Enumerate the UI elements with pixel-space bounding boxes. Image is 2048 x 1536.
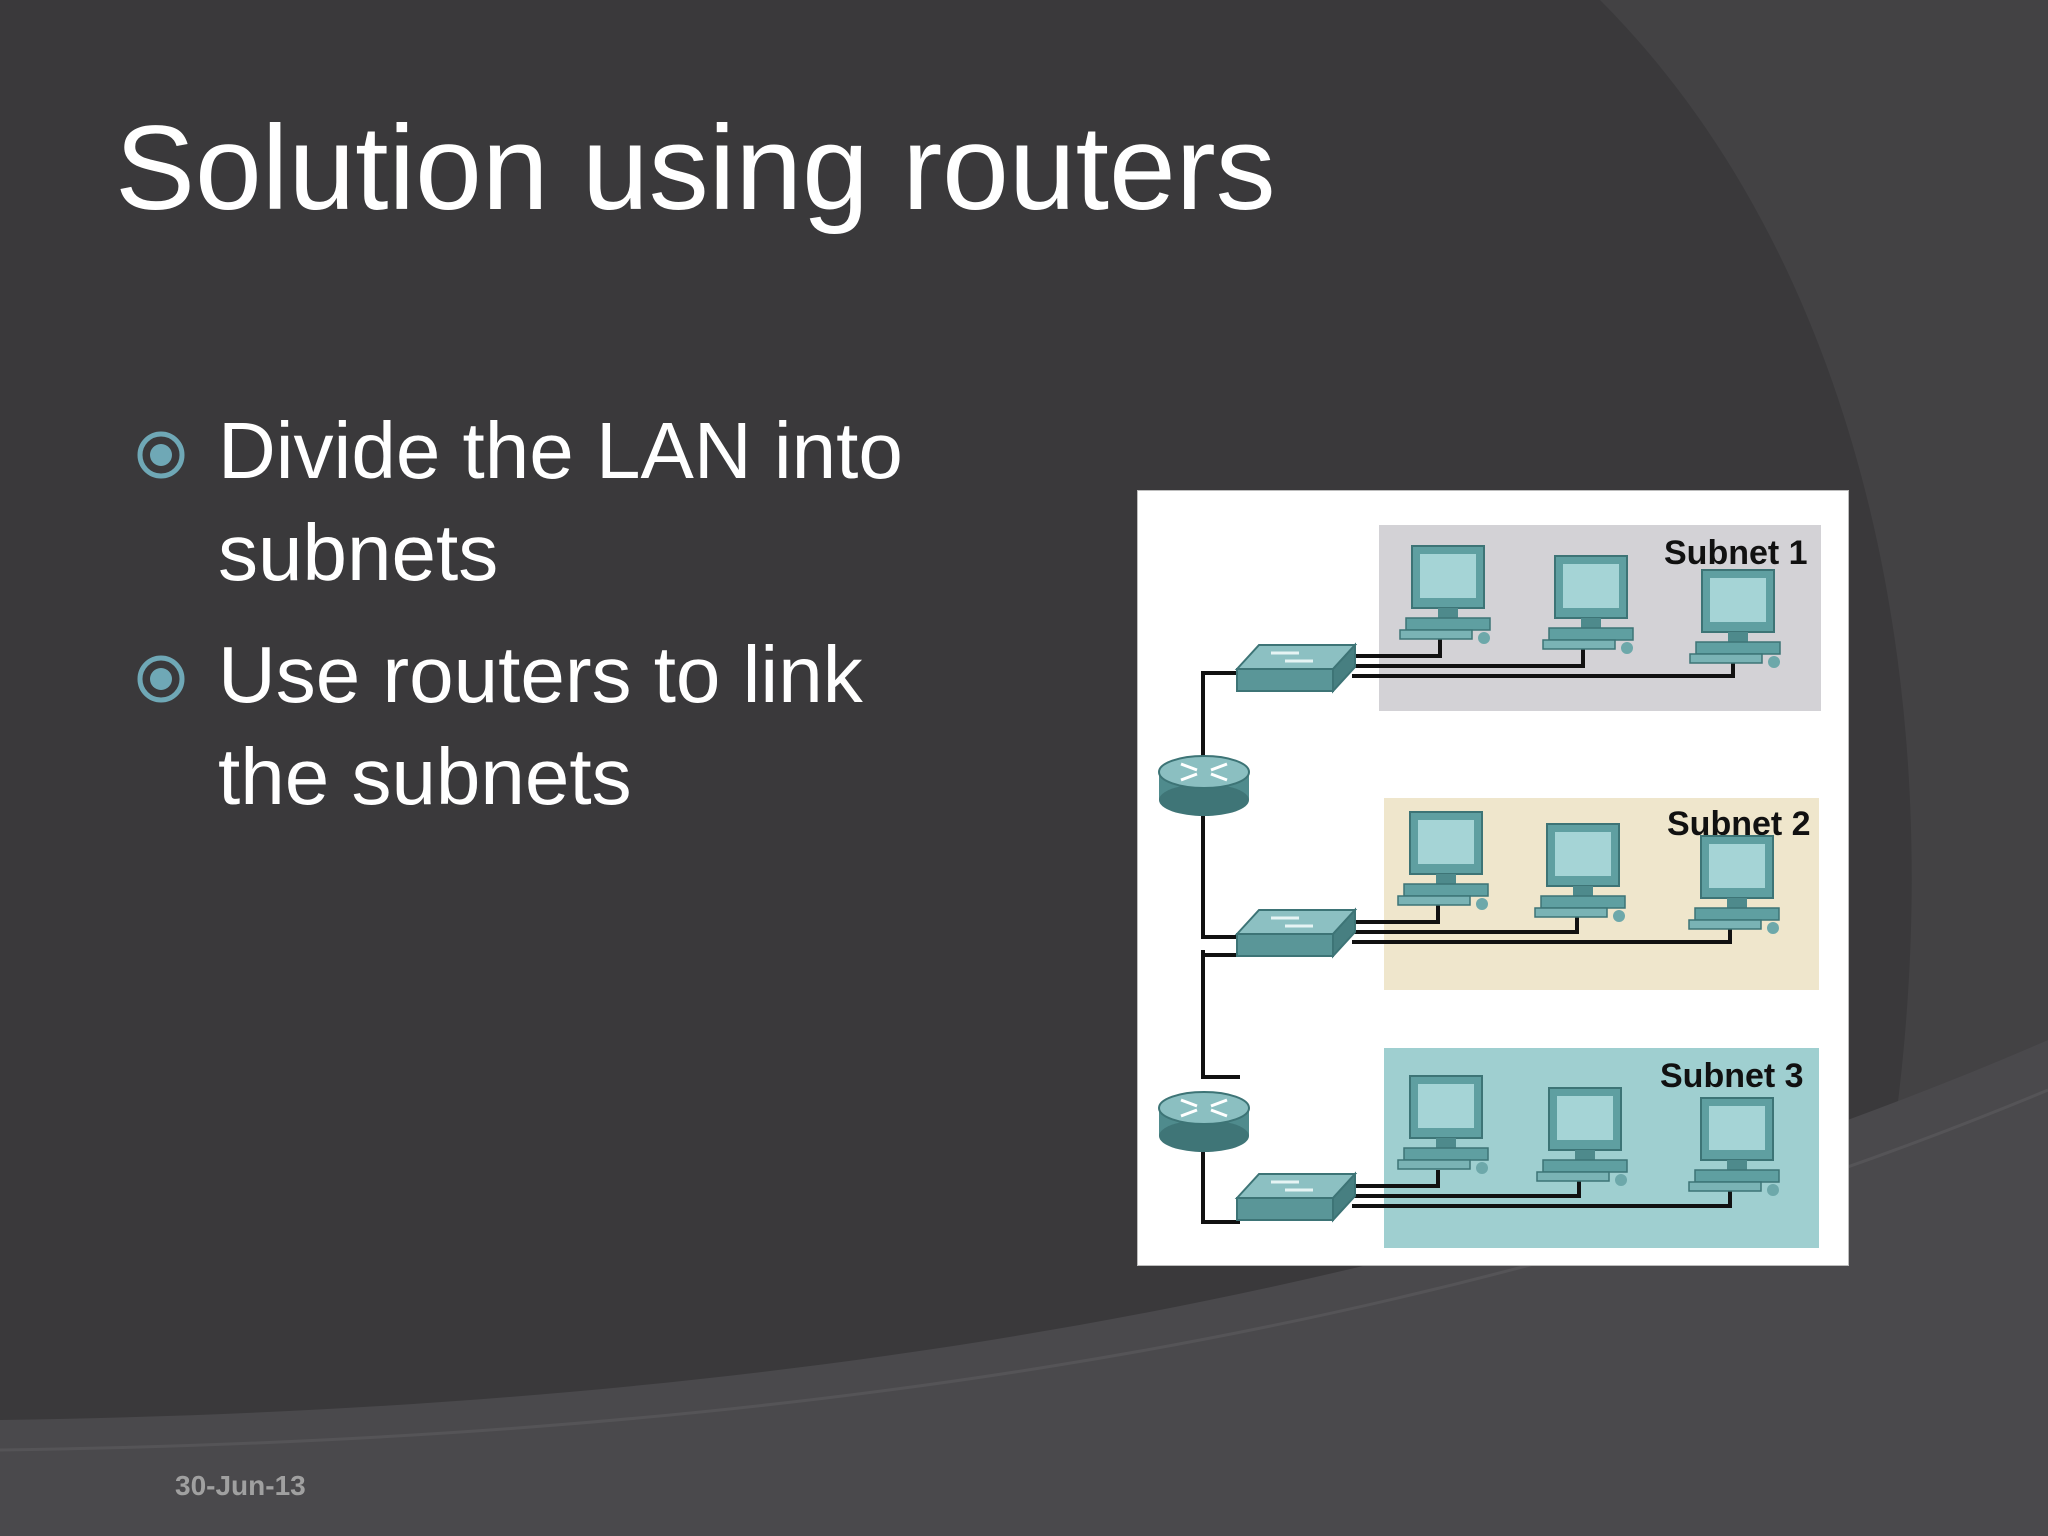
switch-2-icon [1235,908,1357,958]
router-1-icon [1157,754,1251,818]
computer-icon [1689,569,1781,669]
bullet-text: Use routers to link the subnets [218,630,863,821]
bullet-text: Divide the LAN into subnets [218,406,903,597]
circle-bullet-icon [137,431,185,479]
computer-icon [1399,545,1491,645]
computer-icon [1688,835,1780,935]
bullet-item: Divide the LAN into subnets [136,400,996,604]
slide-date: 30-Jun-13 [175,1470,306,1501]
computer-icon [1534,823,1626,923]
subnet-3-label: Subnet 3 [1660,1057,1804,1095]
computer-icon [1542,555,1634,655]
switch-1-icon [1235,643,1357,693]
circle-bullet-icon [137,655,185,703]
network-cables [1201,638,1735,1224]
computer-icon [1688,1097,1780,1197]
bullet-item: Use routers to link the subnets [136,624,996,828]
switch-3-icon [1235,1172,1357,1222]
bullet-list: Divide the LAN into subnets Use routers … [136,400,996,848]
computer-icon [1536,1087,1628,1187]
router-2-icon [1157,1090,1251,1154]
computer-icon [1397,1075,1489,1175]
network-diagram: Subnet 1 Subnet 2 Subnet 3 [1137,490,1849,1266]
slide-title: Solution using routers [115,101,1276,235]
computer-icon [1397,811,1489,911]
subnet-1-label: Subnet 1 [1664,534,1808,572]
